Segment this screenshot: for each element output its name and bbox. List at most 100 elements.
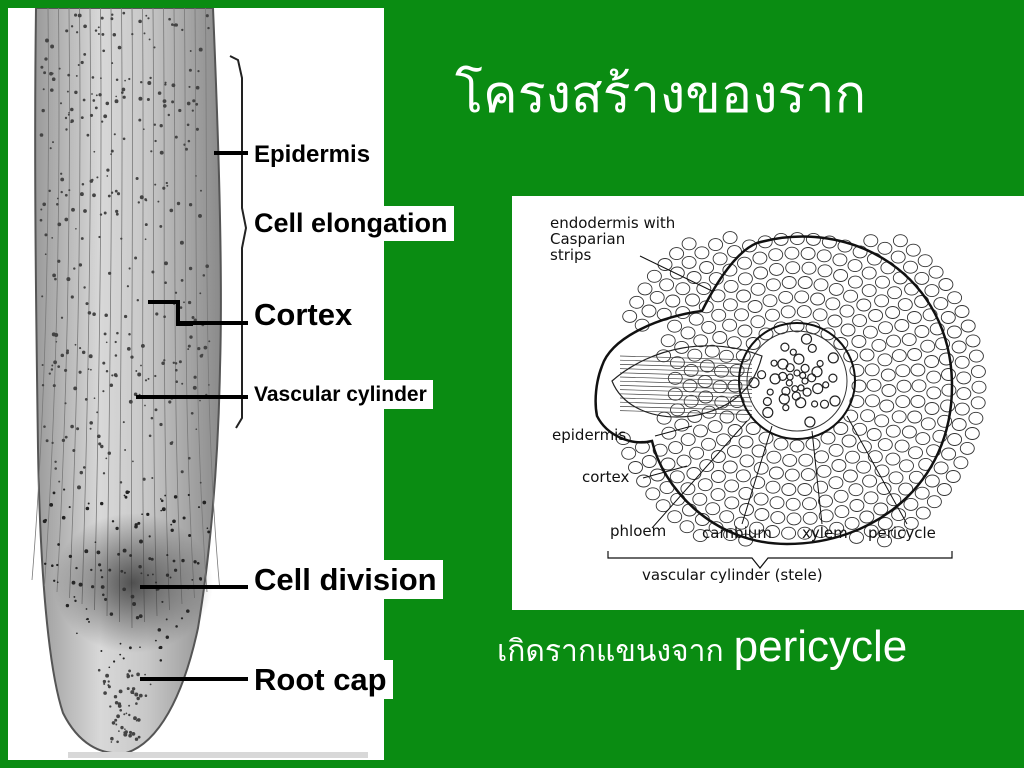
nucleus-dot xyxy=(174,362,178,365)
nucleus-dot xyxy=(154,183,157,186)
nucleus-dot xyxy=(89,427,92,430)
nucleus-dot xyxy=(128,669,132,673)
cortex-cell xyxy=(933,297,949,311)
cortex-cell xyxy=(753,492,769,506)
cortex-cell xyxy=(685,293,700,307)
nucleus-dot xyxy=(91,178,94,182)
cortex-cell xyxy=(832,253,848,267)
nucleus-dot xyxy=(54,460,57,464)
nucleus-dot xyxy=(159,659,163,662)
nucleus-dot xyxy=(88,354,93,359)
stele-cell xyxy=(802,387,812,397)
nucleus-dot xyxy=(108,666,111,669)
nucleus-dot xyxy=(151,270,155,274)
nucleus-dot xyxy=(144,238,147,241)
cortex-cell xyxy=(615,432,631,446)
nucleus-dot xyxy=(64,435,68,439)
nucleus-dot xyxy=(130,674,134,677)
cortex-cell xyxy=(898,482,914,496)
nucleus-dot xyxy=(164,83,167,86)
pericycle-label: pericycle xyxy=(868,524,936,542)
cortex-cell xyxy=(801,261,817,275)
nucleus-dot xyxy=(162,99,167,103)
cortex-cell xyxy=(933,461,949,475)
stele-cell xyxy=(829,395,841,407)
nucleus-dot xyxy=(77,485,81,490)
cortex-cell xyxy=(738,486,754,500)
nucleus-dot xyxy=(90,368,92,371)
nucleus-dot xyxy=(163,359,166,362)
nucleus-dot xyxy=(61,515,66,520)
cortex-cell xyxy=(874,464,890,478)
stele-cell xyxy=(800,363,810,373)
cortex-cell xyxy=(926,370,942,384)
nucleus-dot xyxy=(208,340,211,343)
cortex-cell xyxy=(727,379,743,393)
cortex-cell xyxy=(659,278,675,292)
cortex-cell xyxy=(920,417,936,431)
nucleus-dot xyxy=(140,343,145,348)
nucleus-dot xyxy=(199,292,202,295)
nucleus-dot xyxy=(134,692,139,697)
cortex-cell xyxy=(845,450,860,464)
cortex-cell xyxy=(716,433,732,447)
nucleus-dot xyxy=(70,119,74,123)
nucleus-dot xyxy=(175,368,178,372)
cortex-cell xyxy=(862,474,878,488)
vascular-cylinder-label: Vascular cylinder xyxy=(248,380,433,409)
stele-cell xyxy=(811,400,819,408)
cortex-cell xyxy=(718,349,734,363)
cortex-cell xyxy=(894,319,910,332)
stele-cell xyxy=(791,391,801,401)
cortex-cell xyxy=(816,464,832,478)
nucleus-dot xyxy=(85,302,89,306)
nucleus-dot xyxy=(153,123,157,126)
cortex-cell xyxy=(922,308,938,322)
nucleus-dot xyxy=(56,197,59,200)
stele-cell xyxy=(786,373,794,381)
lateral-root-hatch xyxy=(619,393,753,399)
cortex-cell xyxy=(650,468,665,482)
cortex-cell xyxy=(784,468,800,482)
nucleus-dot xyxy=(165,181,168,185)
cortex-cell xyxy=(738,435,754,449)
nucleus-dot xyxy=(183,143,186,146)
nucleus-dot xyxy=(41,364,44,366)
cortex-cell xyxy=(894,439,910,453)
nucleus-dot xyxy=(207,26,210,30)
cortex-cell xyxy=(867,450,883,464)
cortex-cell xyxy=(910,363,926,377)
cortex-cell xyxy=(877,241,893,255)
cortex-cell xyxy=(903,497,919,511)
nucleus-dot xyxy=(67,73,71,77)
nucleus-dot xyxy=(137,735,141,739)
lateral-root-hatch xyxy=(619,401,753,407)
cortex-cell xyxy=(752,251,768,265)
nucleus-dot xyxy=(161,507,166,512)
nucleus-dot xyxy=(40,65,44,69)
cortex-cell xyxy=(968,349,984,363)
nucleus-dot xyxy=(84,398,88,401)
root-cap-leader xyxy=(140,677,248,681)
cortex-cell xyxy=(885,424,901,438)
cortex-cell xyxy=(745,422,761,435)
root-cross-section-diagram: endodermis with Casparian strips epiderm… xyxy=(512,196,1024,610)
nucleus-dot xyxy=(114,354,118,357)
cortex-cell xyxy=(908,446,923,460)
cortex-cell xyxy=(856,460,872,474)
cortex-cell xyxy=(726,336,742,350)
nucleus-dot xyxy=(147,377,150,380)
cortex-cell xyxy=(875,275,890,289)
nucleus-dot xyxy=(122,657,125,660)
cortex-cell xyxy=(828,476,844,490)
nucleus-dot xyxy=(198,213,202,218)
cortex-cell xyxy=(710,488,726,502)
nucleus-dot xyxy=(128,704,131,707)
cortex-cell xyxy=(856,440,872,454)
nucleus-dot xyxy=(171,100,175,104)
cortex-cell xyxy=(694,246,710,260)
nucleus-dot xyxy=(160,509,163,512)
nucleus-dot xyxy=(103,691,107,695)
nucleus-dot xyxy=(207,530,211,534)
nucleus-dot xyxy=(131,32,134,36)
